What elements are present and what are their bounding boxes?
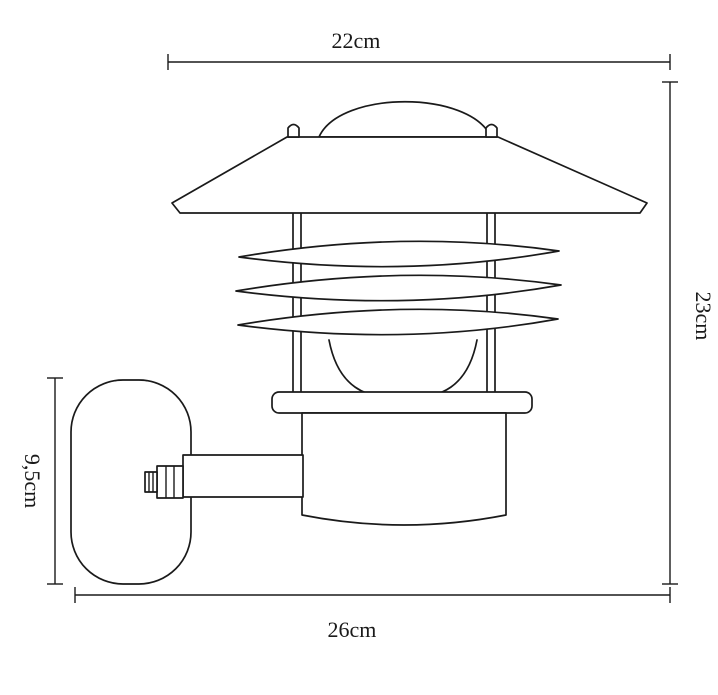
dimension-right-height: 23cm [662, 81, 716, 585]
lamp-body [301, 412, 507, 526]
mounting-arm [182, 454, 304, 498]
cage-rod-right [486, 210, 496, 396]
bolt-tip [144, 471, 158, 493]
collar-ring [271, 391, 533, 414]
bolt-body [156, 465, 184, 499]
dimension-bottom-width: 26cm [74, 587, 671, 642]
louver-1 [238, 240, 560, 268]
shade-screw-left [287, 123, 300, 138]
dimension-top-width: 22cm [167, 28, 671, 70]
louver-2 [235, 274, 562, 302]
shade-screw-right [485, 123, 498, 138]
louvers [235, 240, 562, 336]
louver-3 [237, 308, 559, 336]
lamp-dome [318, 100, 492, 138]
dim-top-label: 22cm [332, 28, 381, 53]
lamp-shade [171, 136, 648, 214]
dim-right-label: 23cm [691, 292, 716, 341]
dim-left-label: 9,5cm [20, 454, 45, 508]
dim-bottom-label: 26cm [328, 617, 377, 642]
glass-curve [328, 339, 478, 400]
cage-rods [292, 210, 496, 396]
cage-rod-left [292, 210, 302, 396]
dimension-left-height: 9,5cm [20, 377, 63, 585]
arm-bolt [144, 465, 184, 499]
